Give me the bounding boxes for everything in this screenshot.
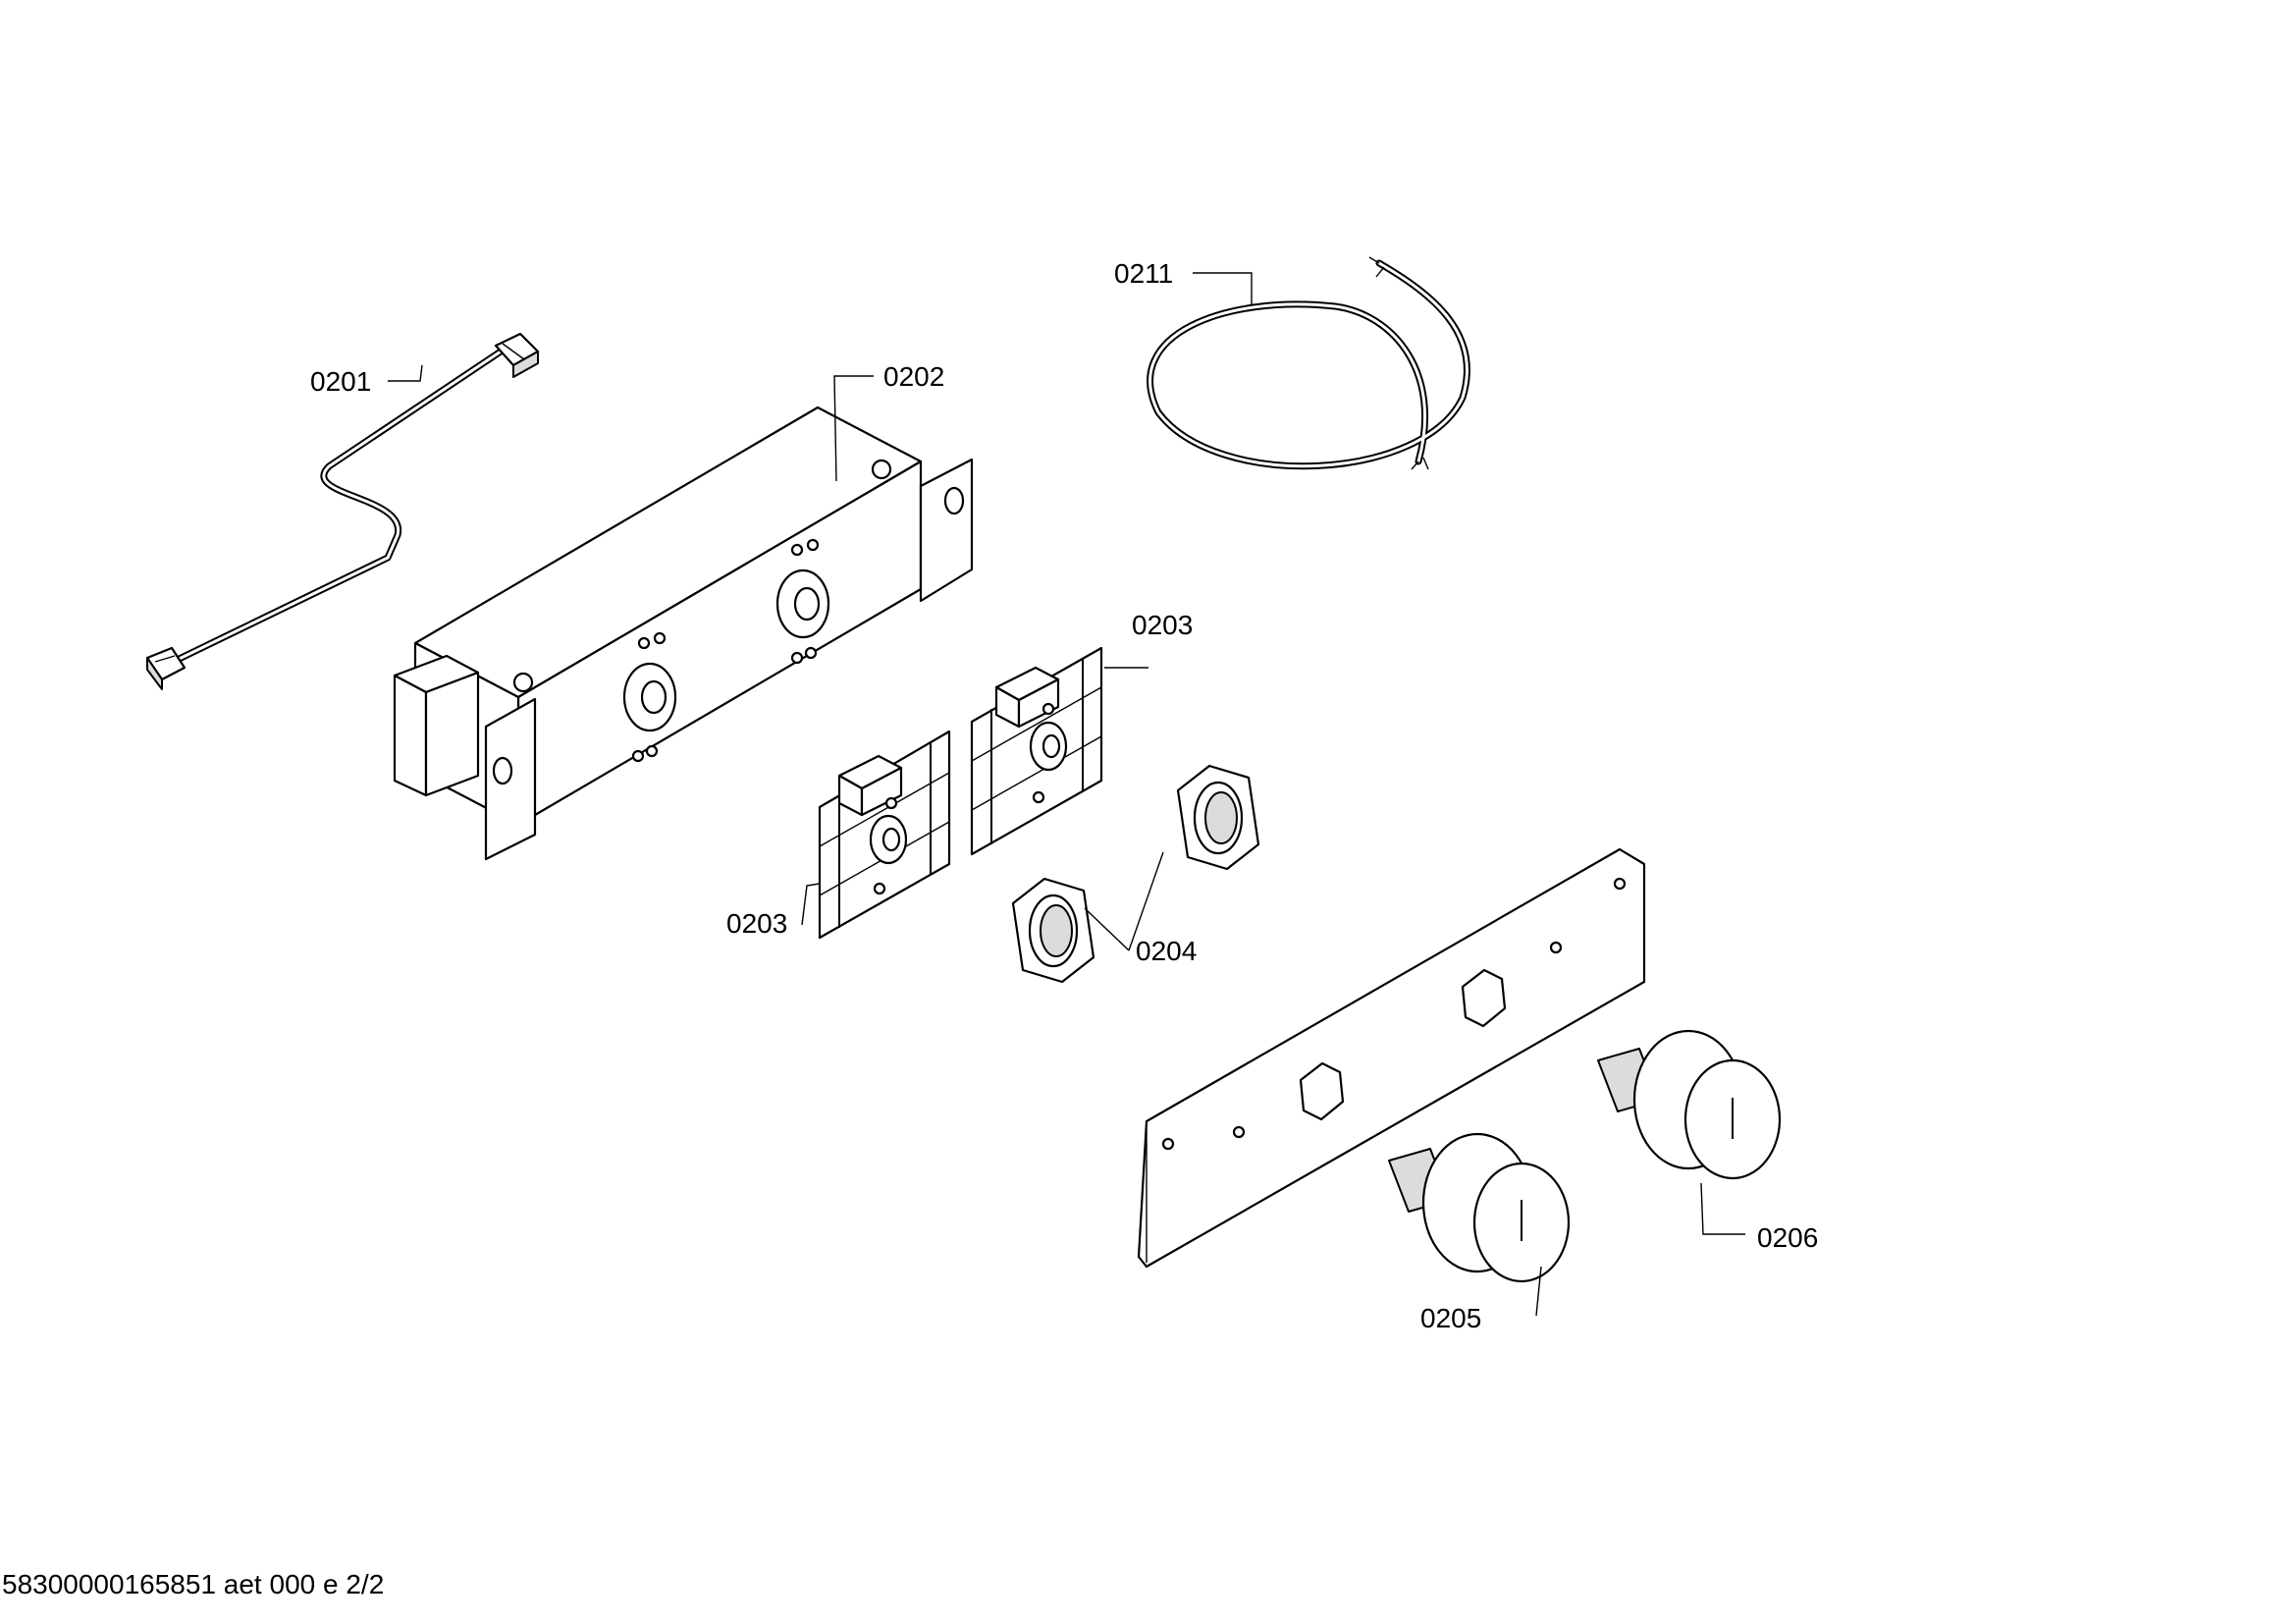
plug-top-icon: [494, 332, 540, 378]
label-0206: 0206: [1757, 1222, 1818, 1253]
front-panel[interactable]: [1137, 847, 1646, 1269]
label-0211: 0211: [1114, 258, 1173, 289]
hex-nut-lower-icon: [1011, 877, 1095, 984]
left-bracket: [484, 697, 537, 861]
label-0203-lower: 0203: [726, 908, 787, 939]
right-bracket: [919, 458, 974, 603]
shaft-mount-right-icon: [775, 538, 830, 665]
transformer-box: [393, 654, 480, 797]
part-0204-nuts[interactable]: [1011, 764, 1260, 984]
part-0206-knob[interactable]: [1597, 1029, 1782, 1180]
shaft-mount-left-icon: [622, 631, 677, 763]
part-0211-wire[interactable]: [1147, 256, 1470, 470]
label-0201: 0201: [310, 366, 371, 397]
label-0204: 0204: [1136, 936, 1197, 966]
label-0203-upper: 0203: [1132, 610, 1193, 640]
hex-nut-upper-icon: [1176, 764, 1260, 871]
part-0202-housing[interactable]: [393, 406, 974, 861]
drawing-footer: 58300000165851 aet 000 e 2/2: [2, 1569, 385, 1599]
part-0203-switch-lower[interactable]: [818, 730, 951, 940]
part-0205-knob[interactable]: [1388, 1132, 1571, 1283]
label-0205: 0205: [1420, 1303, 1481, 1333]
leader-lines: [388, 272, 1745, 1317]
part-0201-cable[interactable]: [145, 332, 540, 690]
label-0202: 0202: [883, 361, 944, 392]
plug-bottom-icon: [145, 646, 187, 690]
part-0203-switch-upper[interactable]: [970, 646, 1103, 856]
